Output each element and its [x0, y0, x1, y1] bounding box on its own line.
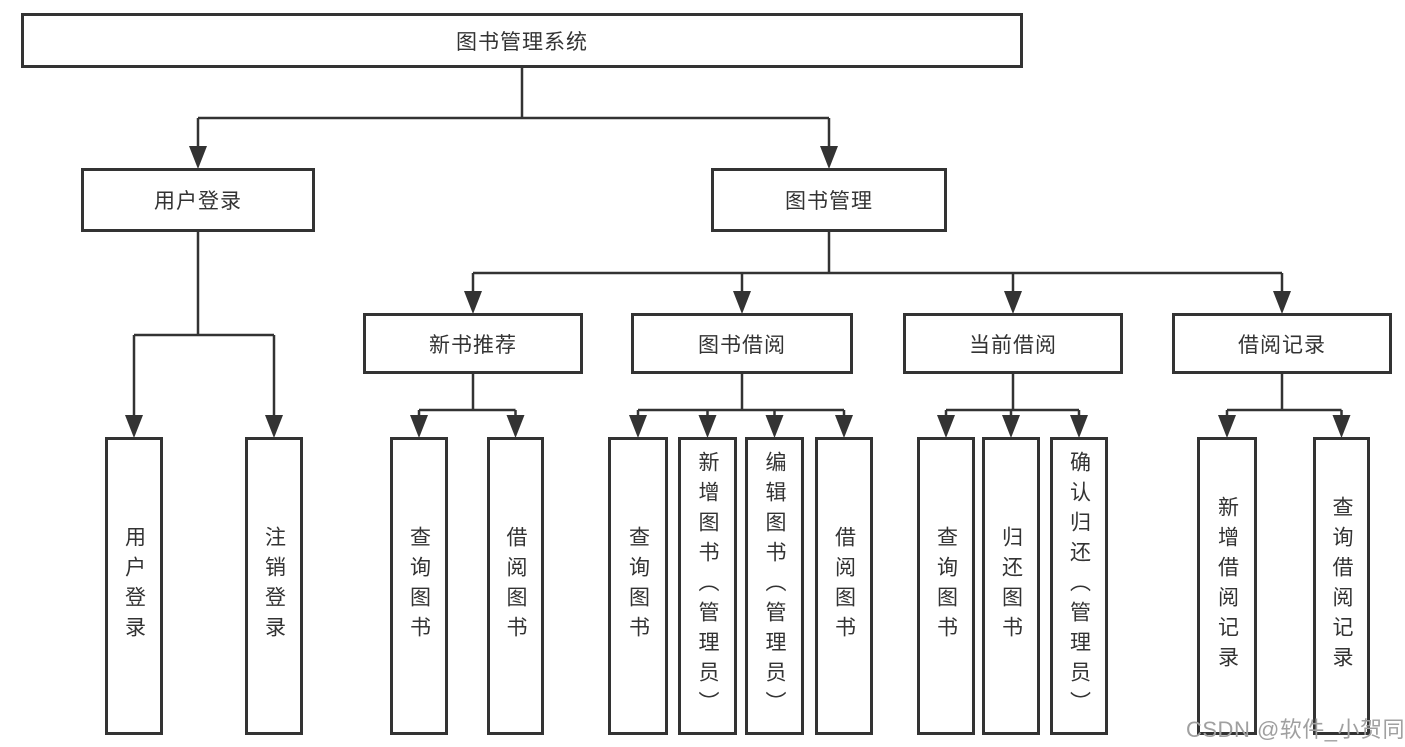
node-leaf-borrow-books-2: 借阅图书 [815, 437, 873, 735]
arrowhead-icon [733, 291, 751, 314]
node-label-leaf-logout: 注销登录 [262, 526, 286, 646]
arrowhead-icon [265, 415, 283, 438]
node-label-leaf-user-login: 用户登录 [122, 526, 146, 646]
node-label-leaf-query-books-3: 查询图书 [934, 526, 958, 646]
node-label-leaf-query-books-2: 查询图书 [626, 526, 650, 646]
arrowhead-icon [1002, 415, 1020, 438]
node-leaf-query-borrow-record: 查询借阅记录 [1313, 437, 1370, 735]
node-leaf-edit-book: 编辑图书（管理员） [745, 437, 804, 735]
node-label-leaf-borrow-books-1: 借阅图书 [504, 526, 527, 646]
node-book-mgmt: 图书管理 [711, 168, 947, 232]
arrowhead-icon [1332, 415, 1351, 438]
node-label-book-borrow: 图书借阅 [698, 333, 786, 357]
arrowhead-icon [765, 415, 784, 438]
arrowhead-icon [698, 415, 717, 438]
arrowhead-icon [506, 415, 525, 438]
node-borrow-record: 借阅记录 [1172, 313, 1392, 374]
node-root: 图书管理系统 [21, 13, 1023, 68]
node-leaf-user-login: 用户登录 [105, 437, 163, 735]
node-label-leaf-borrow-books-2: 借阅图书 [832, 526, 856, 646]
node-label-leaf-return-book: 归还图书 [999, 526, 1023, 646]
node-label-leaf-confirm-return: 确认归还（管理员） [1067, 451, 1091, 721]
arrowhead-icon [1218, 415, 1236, 438]
node-label-leaf-add-book: 新增图书（管理员） [696, 451, 719, 721]
arrowhead-icon [125, 415, 143, 438]
node-leaf-confirm-return: 确认归还（管理员） [1050, 437, 1108, 735]
arrowhead-icon [189, 146, 207, 169]
node-leaf-query-books-2: 查询图书 [608, 437, 668, 735]
node-label-leaf-add-borrow-record: 新增借阅记录 [1215, 496, 1239, 676]
node-label-leaf-query-borrow-record: 查询借阅记录 [1330, 496, 1353, 676]
node-current-borrow: 当前借阅 [903, 313, 1123, 374]
node-label-leaf-edit-book: 编辑图书（管理员） [763, 451, 786, 721]
node-leaf-add-borrow-record: 新增借阅记录 [1197, 437, 1257, 735]
node-label-leaf-query-books-1: 查询图书 [407, 526, 431, 646]
node-label-borrow-record: 借阅记录 [1238, 333, 1326, 357]
watermark-text: CSDN @软件_小贺同学 [1186, 717, 1405, 742]
arrowhead-icon [835, 415, 853, 438]
node-leaf-query-books-1: 查询图书 [390, 437, 448, 735]
node-leaf-logout: 注销登录 [245, 437, 303, 735]
connector-path [132, 68, 1343, 417]
node-label-new-book-rec: 新书推荐 [429, 333, 517, 357]
arrowhead-icon [937, 415, 955, 438]
node-leaf-return-book: 归还图书 [982, 437, 1040, 735]
arrowhead-icon [410, 415, 428, 438]
node-book-borrow: 图书借阅 [631, 313, 853, 374]
arrowhead-icon [1004, 291, 1022, 314]
node-label-user-login: 用户登录 [154, 190, 242, 213]
arrowhead-icon [1273, 291, 1291, 314]
arrowhead-icon [629, 415, 647, 438]
node-new-book-rec: 新书推荐 [363, 313, 583, 374]
arrowhead-icon [1070, 415, 1088, 438]
node-label-current-borrow: 当前借阅 [969, 333, 1057, 357]
arrowhead-icon [820, 146, 838, 169]
node-label-root: 图书管理系统 [456, 30, 588, 54]
node-leaf-add-book: 新增图书（管理员） [678, 437, 737, 735]
node-user-login: 用户登录 [81, 168, 315, 232]
node-leaf-query-books-3: 查询图书 [917, 437, 975, 735]
node-label-book-mgmt: 图书管理 [785, 190, 873, 213]
node-leaf-borrow-books-1: 借阅图书 [487, 437, 544, 735]
arrowhead-icon [464, 291, 482, 314]
